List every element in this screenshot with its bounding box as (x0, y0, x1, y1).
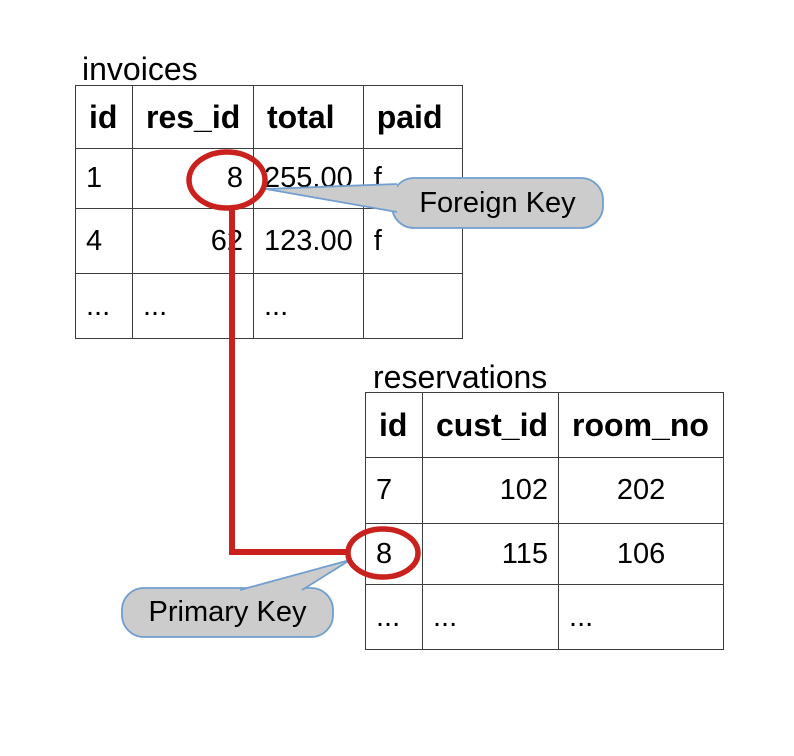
column-header-cust_id: cust_id (421, 392, 560, 458)
column-header-id: id (365, 392, 423, 458)
reservations-table-title: reservations (373, 359, 548, 395)
table-cell: ... (558, 584, 725, 650)
table-row: ......... (365, 584, 725, 650)
table-cell: 255.00 (253, 148, 364, 209)
table-cell: 115 (421, 523, 560, 585)
table-cell: 7 (365, 457, 423, 524)
table-cell: 8 (132, 148, 254, 209)
table-cell: 8 (365, 523, 423, 585)
table-cell: ... (253, 273, 364, 339)
table-cell (362, 273, 463, 339)
table-cell: ... (365, 584, 423, 650)
column-header-res_id: res_id (132, 85, 254, 149)
column-header-paid: paid (362, 85, 463, 149)
foreign-key-callout-label: Foreign Key (419, 186, 576, 219)
table-cell: 202 (558, 457, 725, 524)
table-cell: ... (75, 273, 133, 339)
primary-key-callout-tail (239, 559, 351, 591)
table-cell: ... (421, 584, 560, 650)
table-cell: 62 (132, 208, 254, 274)
table-cell: ... (132, 273, 254, 339)
primary-key-callout-label: Primary Key (148, 596, 307, 628)
table-cell: 1 (75, 148, 133, 209)
table-cell: 4 (75, 208, 133, 274)
table-cell: 102 (421, 457, 560, 524)
invoices-table-title: invoices (82, 51, 198, 87)
column-header-room_no: room_no (558, 392, 725, 458)
table-row: ......... (75, 273, 463, 339)
table-cell: 106 (558, 523, 725, 585)
column-header-id: id (75, 85, 133, 149)
column-header-total: total (253, 85, 364, 149)
table-cell: 123.00 (253, 208, 364, 274)
